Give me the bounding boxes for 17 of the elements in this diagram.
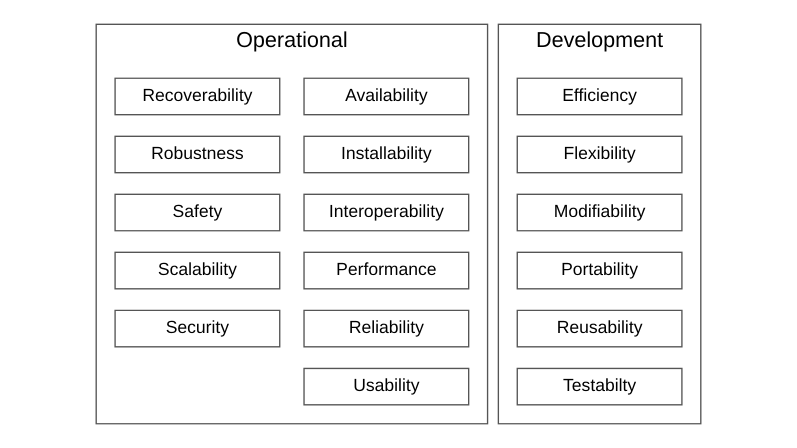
node-box: Interoperability [303, 194, 470, 232]
node-box: Performance [303, 252, 470, 290]
node-box: Modifiability [516, 194, 683, 232]
node-box: Scalability [114, 252, 280, 290]
node-box: Availability [303, 78, 470, 116]
node-box: Efficiency [516, 78, 683, 116]
node-box: Security [114, 310, 280, 348]
node-box: Usability [303, 368, 470, 406]
node-box: Installability [303, 136, 470, 174]
node-box: Flexibility [516, 136, 683, 174]
node-box: Recoverability [114, 78, 280, 116]
node-box: Testabilty [516, 368, 683, 406]
node-box: Robustness [114, 136, 280, 174]
node-box: Reusability [516, 310, 683, 348]
node-box: Portability [516, 252, 683, 290]
node-box: Reliability [303, 310, 470, 348]
node-box: Safety [114, 194, 280, 232]
